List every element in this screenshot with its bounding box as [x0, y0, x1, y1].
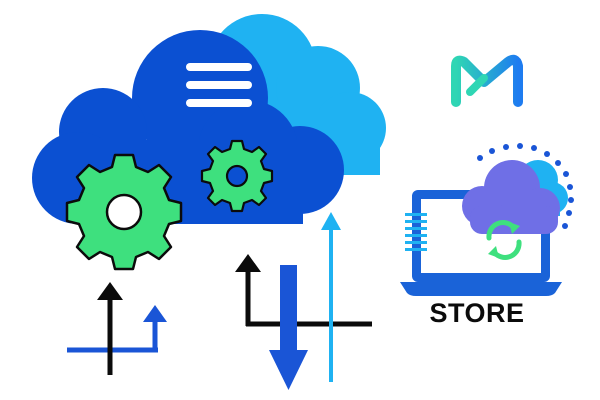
- large-gear-icon: [65, 153, 183, 271]
- bottom-left-arrows-icon: [67, 282, 167, 375]
- small-gear-icon: [200, 139, 274, 213]
- middle-arrows-icon: [235, 212, 372, 390]
- menu-lines-icon: [186, 63, 252, 107]
- store-label: STORE: [429, 298, 524, 328]
- dotted-arc-icon: [477, 143, 574, 229]
- sync-icon: [486, 220, 522, 260]
- m-logo-icon: [451, 54, 523, 107]
